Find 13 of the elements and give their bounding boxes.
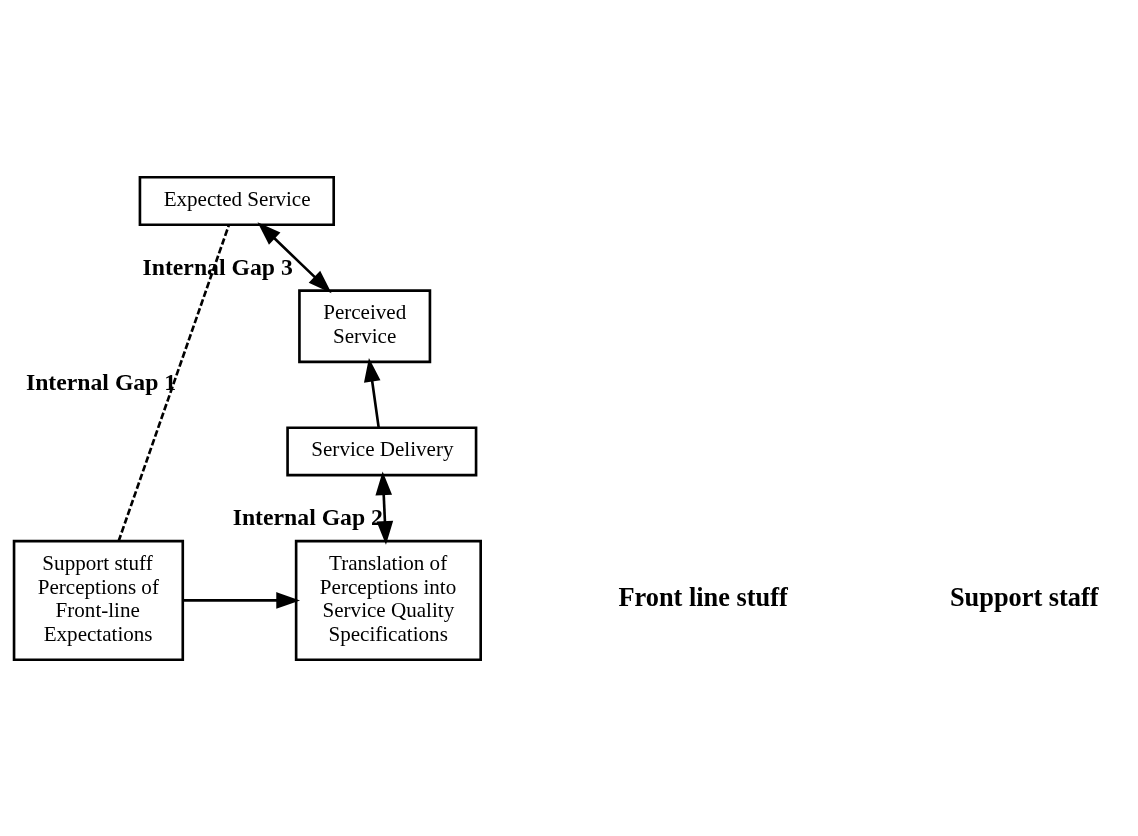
label: Front line stuff [618,582,788,612]
node-box: Translation of Perceptions into Service Quality Specifications [294,539,482,661]
edge-label: Internal Gap 3 [142,253,293,280]
arrow [257,221,332,293]
node-box: Expected Service [138,175,335,226]
arrow [182,591,301,609]
node-box: Service Delivery [286,425,478,476]
node-box: Support stuff Perceptions of Front-line Expectations [12,539,185,661]
arrow [375,470,394,545]
connector [117,224,231,541]
node-box: Perceived Service [298,288,432,363]
label: Support staff [949,582,1099,612]
arrow [363,357,381,428]
